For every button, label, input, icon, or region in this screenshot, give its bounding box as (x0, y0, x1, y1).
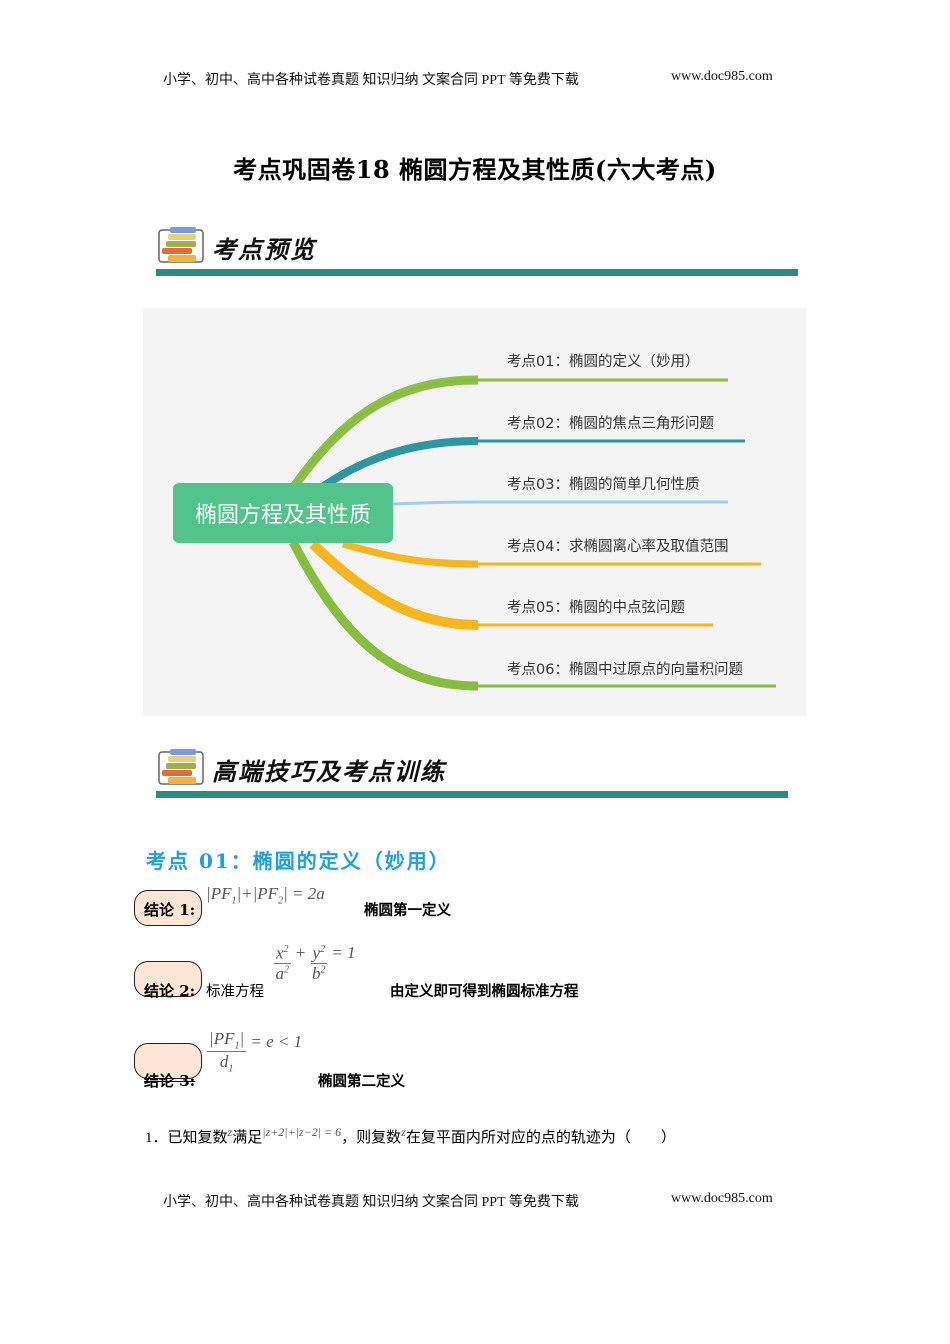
mindmap-item-02: 考点02：椭圆的焦点三角形问题 (507, 416, 714, 432)
page-title: 考点巩固卷18 椭圆方程及其性质(六大考点) (233, 155, 717, 184)
mindmap-item-05: 考点05：椭圆的中点弦问题 (507, 600, 685, 616)
conclusion-1-formula: |PF1|+|PF2| = 2a (206, 884, 325, 907)
footer-text: 小学、初中、高中各种试卷真题 知识归纳 文案合同 PPT 等免费下载 (163, 1195, 579, 1210)
conclusion-2-note: 由定义即可得到椭圆标准方程 (390, 984, 579, 1000)
conclusion-2-badge (134, 961, 202, 997)
math-var: z (227, 1125, 233, 1139)
conclusion-1-badge (134, 890, 202, 926)
mindmap-item-06: 考点06：椭圆中过原点的向量积问题 (507, 662, 743, 678)
footer-site[interactable]: www.doc985.com (671, 1191, 773, 1206)
question-text: 在复平面内所对应的点的轨迹为（ ） (405, 1130, 676, 1146)
conclusion-2-label: 结论 2: (144, 982, 196, 1000)
header-site[interactable]: www.doc985.com (671, 69, 773, 84)
mindmap-branches (289, 375, 776, 691)
question-text: 已知复数 (167, 1130, 228, 1146)
books-icon (158, 749, 204, 785)
conclusion-3-note: 椭圆第二定义 (318, 1074, 405, 1090)
conclusion-3-label: 结论 3: (144, 1072, 196, 1090)
mindmap-item-04: 考点04：求椭圆离心率及取值范围 (507, 539, 729, 555)
mindmap: 椭圆方程及其性质 考点01：椭圆的定义（妙用） 考点02：椭圆的焦点三角形问题 … (143, 308, 806, 716)
section-banner-preview: 考点预览 (156, 222, 798, 278)
conclusion-3-badge (134, 1043, 202, 1079)
header-text: 小学、初中、高中各种试卷真题 知识归纳 文案合同 PPT 等免费下载 (163, 73, 579, 88)
books-icon (158, 227, 204, 263)
conclusion-2-prefix: 标准方程 (206, 984, 264, 1000)
question-number: 1． (145, 1130, 168, 1146)
conclusion-3-formula: |PF1|d1 = e < 1 (207, 1029, 303, 1075)
section-banner-training: 高端技巧及考点训练 (156, 744, 788, 800)
question-text: ，则复数 (341, 1130, 402, 1146)
mindmap-item-03: 考点03：椭圆的简单几何性质 (507, 477, 700, 493)
section-divider (156, 791, 788, 798)
question-text: 满足 (232, 1130, 263, 1146)
page-header: 小学、初中、高中各种试卷真题 知识归纳 文案合同 PPT 等免费下载 www.d… (163, 69, 793, 89)
section-label: 高端技巧及考点训练 (212, 757, 446, 786)
mindmap-center-node: 椭圆方程及其性质 (173, 483, 393, 543)
mindmap-item-01: 考点01：椭圆的定义（妙用） (507, 354, 700, 370)
topic-title: 考点 01：椭圆的定义（妙用） (146, 849, 451, 873)
question-condition: |z+2|+|z−2| = 6 (262, 1125, 342, 1139)
conclusion-1-note: 椭圆第一定义 (364, 903, 451, 919)
math-var: z (401, 1125, 406, 1139)
page-footer: 小学、初中、高中各种试卷真题 知识归纳 文案合同 PPT 等免费下载 www.d… (163, 1191, 793, 1211)
question-1: 1．已知复数z满足|z+2|+|z−2| = 6，则复数z在复平面内所对应的点的… (145, 1125, 676, 1147)
section-divider (156, 269, 798, 276)
conclusion-1-label: 结论 1: (144, 901, 196, 919)
section-label: 考点预览 (212, 235, 316, 264)
